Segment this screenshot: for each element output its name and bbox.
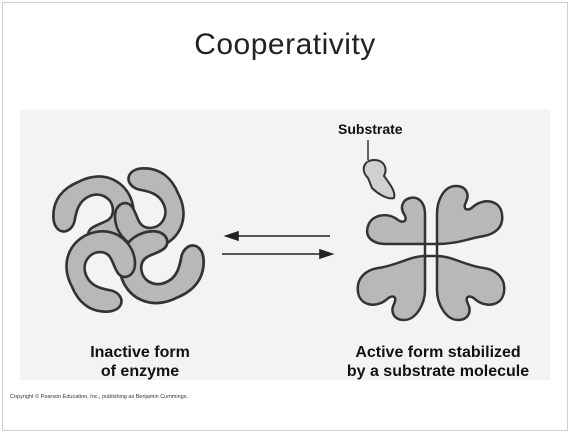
active-subunit-1	[365, 196, 427, 246]
copyright-notice: Copyright © Pearson Education, Inc., pub…	[10, 394, 189, 400]
inactive-label-line1: Inactive form	[90, 344, 190, 361]
active-center	[423, 242, 439, 258]
active-enzyme	[356, 184, 506, 322]
active-subunit-2	[435, 184, 504, 246]
equilibrium-arrows	[222, 230, 335, 260]
slide-title: Cooperativity	[194, 28, 376, 61]
active-label-line1: Active form stabilized	[355, 344, 521, 361]
active-subunit-4	[435, 254, 506, 322]
forward-arrow-head	[319, 248, 335, 260]
active-form-label: Active form stabilized by a substrate mo…	[318, 343, 558, 381]
active-subunit-3	[356, 254, 427, 322]
inactive-form-label: Inactive form of enzyme	[40, 343, 240, 381]
reverse-arrow-head	[223, 230, 239, 242]
substrate-molecule	[362, 158, 396, 200]
active-label-line2: by a substrate molecule	[346, 363, 530, 380]
substrate-label: Substrate	[338, 121, 403, 137]
inactive-label-line2: of enzyme	[100, 363, 180, 380]
